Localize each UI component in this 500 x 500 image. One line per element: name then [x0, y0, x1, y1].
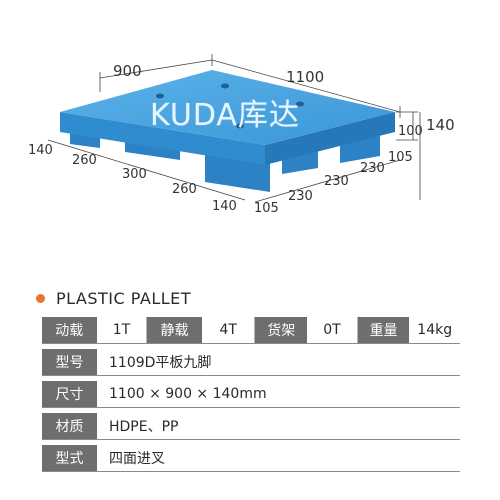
- model-value: 1109D平板九脚: [109, 355, 212, 371]
- model-row: 型号 1109D平板九脚: [42, 349, 460, 376]
- deck-height-label: 100: [398, 124, 423, 139]
- size-row: 尺寸 1100 × 900 × 140mm: [42, 381, 460, 408]
- side-bay-3: 230: [324, 174, 349, 189]
- side-bay-4: 230: [360, 161, 385, 176]
- pallet-body: [60, 70, 395, 192]
- total-height-label: 140: [426, 116, 455, 134]
- material-row: 材质 HDPE、PP: [42, 413, 460, 440]
- model-label: 型号: [42, 349, 97, 375]
- side-bay-2: 230: [288, 189, 313, 204]
- width-label: 900: [113, 62, 142, 80]
- static-load-label: 静载: [147, 317, 202, 343]
- specs-table: 动载 1T 静载 4T 货架 0T 重量 14kg 型号 1109D平板九脚 尺…: [42, 317, 460, 472]
- front-bay-4: 260: [172, 182, 197, 197]
- type-row: 型式 四面进叉: [42, 445, 460, 472]
- size-value: 1100 × 900 × 140mm: [109, 386, 267, 402]
- front-bay-5: 140: [212, 199, 237, 214]
- rack-load-value: 0T: [307, 317, 358, 343]
- material-label: 材质: [42, 413, 97, 439]
- weight-label: 重量: [357, 317, 410, 343]
- load-row: 动载 1T 静载 4T 货架 0T 重量 14kg: [42, 317, 460, 344]
- orange-bullet-icon: [36, 294, 45, 303]
- dynamic-load-value: 1T: [97, 317, 148, 343]
- product-title: PLASTIC PALLET: [36, 289, 191, 308]
- front-bay-3: 300: [122, 167, 147, 182]
- pallet-illustration: [47, 54, 421, 203]
- rack-load-label: 货架: [255, 317, 308, 343]
- side-bay-5: 105: [388, 150, 413, 165]
- product-title-text: PLASTIC PALLET: [56, 289, 192, 308]
- length-label: 1100: [286, 68, 325, 86]
- material-value: HDPE、PP: [109, 419, 179, 435]
- size-label: 尺寸: [42, 381, 97, 407]
- dimension-lines: [47, 54, 421, 203]
- front-bay-1: 140: [28, 143, 53, 158]
- weight-value: 14kg: [417, 322, 453, 338]
- type-value: 四面进叉: [109, 451, 165, 467]
- brand-logo: KUDA库达: [150, 98, 300, 133]
- front-bay-2: 260: [72, 153, 97, 168]
- side-bay-1: 105: [254, 201, 279, 216]
- static-load-value: 4T: [202, 317, 256, 343]
- dynamic-load-label: 动载: [42, 317, 97, 343]
- type-label: 型式: [42, 445, 97, 471]
